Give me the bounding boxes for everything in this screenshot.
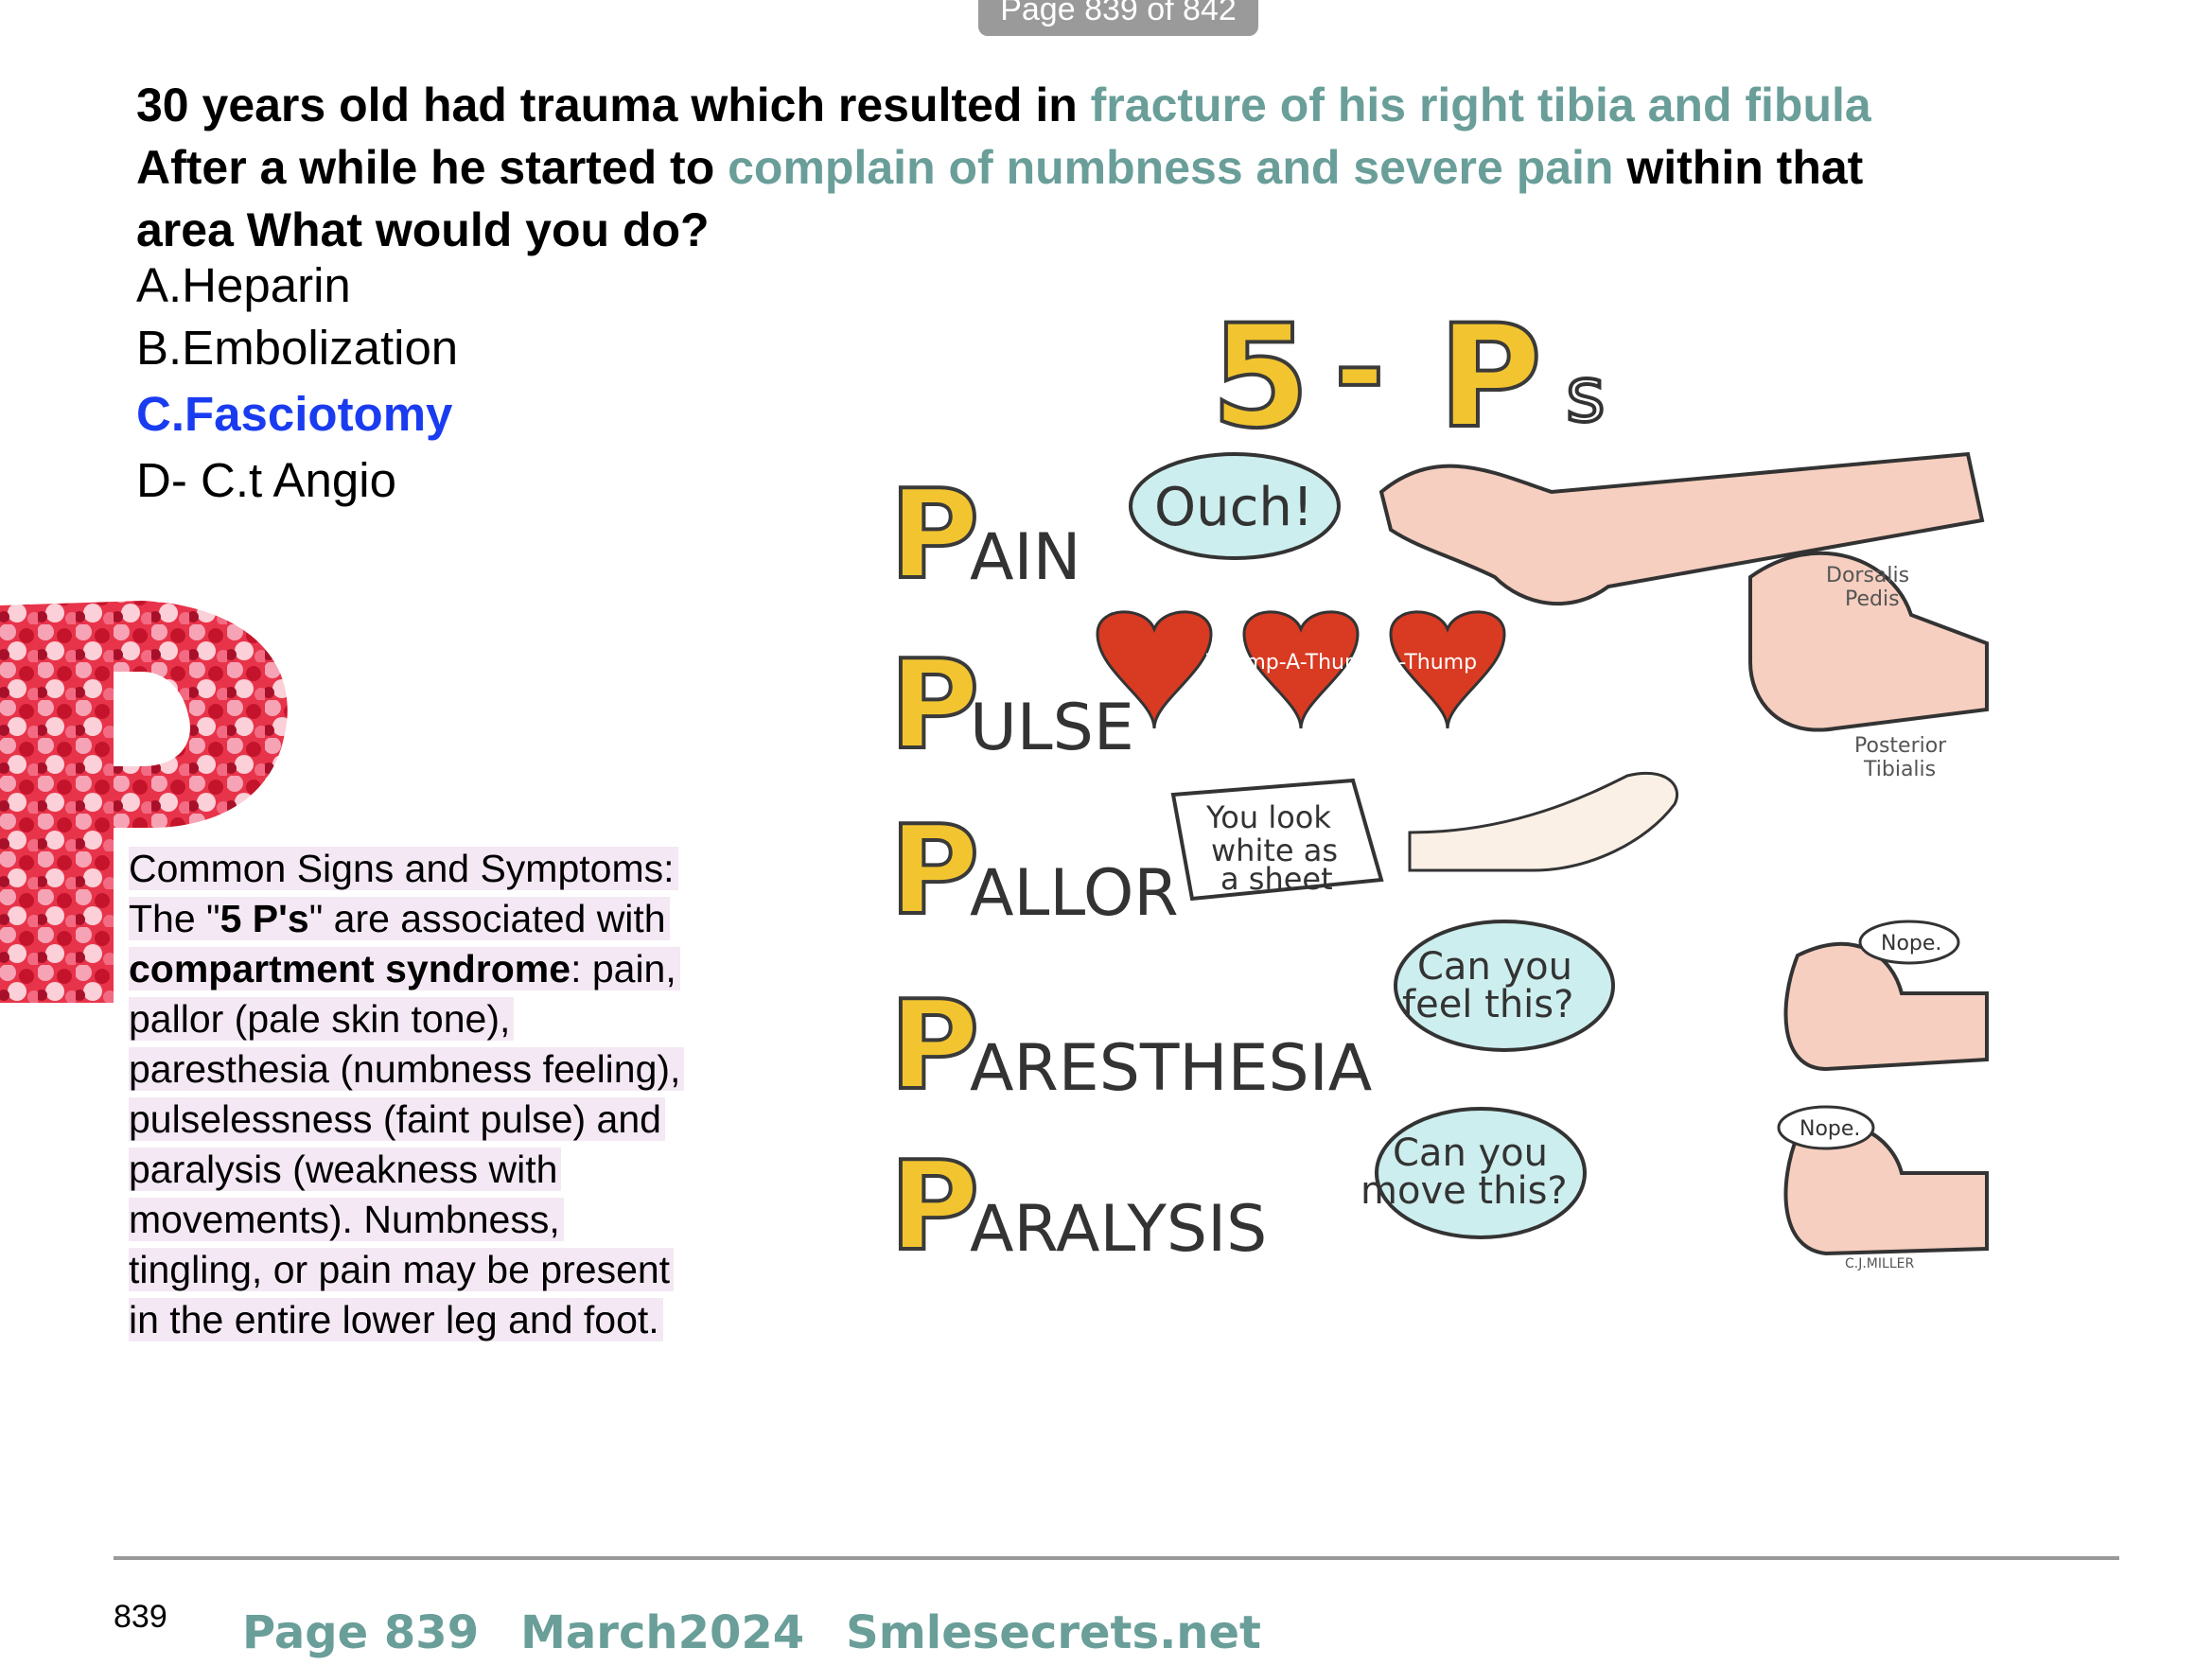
question-part-1: 30 years old had trauma which resulted i… [136,79,1091,131]
question-part-3: After a while he started to [136,141,729,194]
nope-bubble-1 [1858,920,1960,965]
option-c-answer: C.Fasciotomy [136,387,453,441]
artist-signature: C.J.MILLER [1845,1256,1914,1271]
move-text-1: Can you [1393,1131,1548,1175]
row-paralysis-rest: ARALYSIS [970,1192,1267,1267]
option-b: B.Embolization [136,321,459,375]
footer-date: March2024 [520,1606,805,1659]
question-highlight-symptoms: complain of numbness and severe pain [728,141,1614,194]
pulse-foot-drawing [1748,551,1989,732]
pallor-sign [1170,778,1384,902]
nope-text-1: Nope. [1881,932,1941,955]
row-pain-initial: P [889,463,979,606]
row-pulse-rest: ULSE [970,691,1134,765]
nope-text-2: Nope. [1799,1117,1860,1141]
row-pain-rest: AIN [970,520,1080,595]
pallor-text-2: white as [1211,832,1338,868]
page-number: 839 [114,1599,167,1635]
note-line-7: paralysis (weakness with [129,1148,562,1191]
footer-info: Page 839 March2024 Smlesecrets.net [242,1606,1303,1659]
paresthesia-foot-drawing [1783,941,1989,1072]
five-ps-illustration: 5 - P s P AIN Ouch! P ULSE Thump-A-Thump… [887,303,1989,1280]
note-line-3: compartment syndrome: pain, [129,947,680,990]
heart-icons [1096,610,1506,729]
nope-bubble-2 [1777,1105,1875,1150]
rose-petal-letter-p-image [0,601,288,1003]
option-d: D- C.t Angio [136,453,396,507]
question-text: 30 years old had trauma which resulted i… [136,74,1896,261]
feel-text-2: feel this? [1402,983,1573,1026]
signs-symptoms-note: Common Signs and Symptoms: The "5 P's" a… [129,844,753,1345]
row-pallor-rest: ALLOR [970,856,1179,931]
dorsalis-label-2: Pedis [1845,587,1900,611]
ouch-text: Ouch! [1154,477,1313,538]
note-line-4: pallor (pale skin tone), [129,997,515,1041]
footer-site: Smlesecrets.net [846,1606,1261,1659]
title-dash: - [1334,303,1385,441]
thump-text: Thump-A-Thump-A-Thump [1205,651,1477,675]
footer-page-label: Page 839 [242,1606,480,1659]
row-paresthesia-initial: P [889,973,979,1117]
note-line-5: paresthesia (numbness feeling), [129,1047,685,1091]
feel-bubble [1394,920,1615,1052]
move-text-2: move this? [1361,1169,1568,1213]
note-line-2: The "5 P's" are associated with [129,897,670,940]
row-pallor-initial: P [889,798,979,942]
note-line-10: in the entire lower leg and foot. [129,1298,663,1341]
row-pulse-initial: P [889,633,979,777]
row-paresthesia-rest: ARESTHESIA [970,1031,1372,1106]
option-a: A.Heparin [136,258,351,312]
posterior-label-1: Posterior [1854,734,1947,758]
question-part-5: within that area What would you do? [136,141,1864,256]
pallor-text-1: You look [1205,799,1331,835]
note-line-1: Common Signs and Symptoms: [129,847,678,890]
pallor-text-3: a sheet [1220,861,1333,897]
posterior-label-2: Tibialis [1863,758,1936,781]
footer-divider [114,1556,2119,1560]
feel-text-1: Can you [1417,945,1572,989]
pallor-foot-drawing [1408,771,1678,872]
page-indicator-badge: Page 839 of 842 [978,0,1258,36]
ouch-bubble [1129,452,1341,560]
title-s: s [1566,351,1606,439]
move-bubble [1375,1107,1587,1239]
dorsalis-label-1: Dorsalis [1826,564,1909,587]
question-highlight-fracture: fracture of his right tibia and fibula [1090,79,1871,131]
title-p: P [1438,303,1542,460]
row-paralysis-initial: P [889,1134,979,1278]
note-line-8: movements). Numbness, [129,1198,564,1241]
note-line-6: pulselessness (faint pulse) and [129,1097,665,1141]
title-5: 5 [1211,303,1309,460]
note-line-9: tingling, or pain may be present [129,1248,675,1291]
pain-foot-drawing [1378,451,1985,606]
